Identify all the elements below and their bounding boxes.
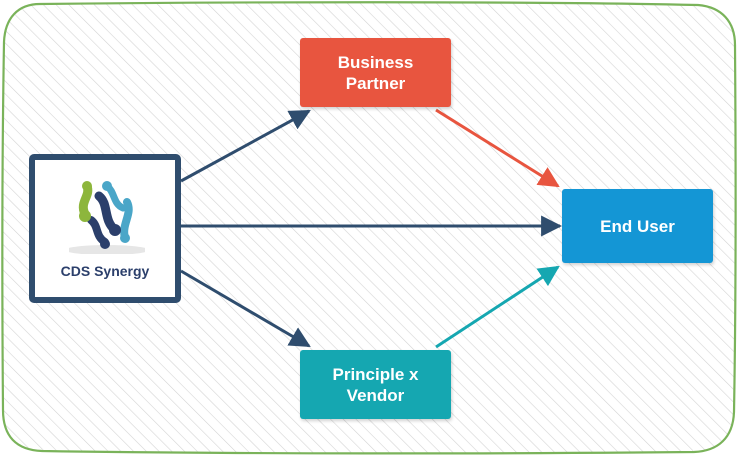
edge-cds-to-business-partner [180, 109, 311, 183]
principle-vendor-label: Principle x Vendor [332, 364, 419, 405]
cds-synergy-node: CDS Synergy [29, 154, 181, 303]
cds-synergy-label: CDS Synergy [60, 263, 150, 279]
principle-vendor-node: Principle x Vendor [300, 350, 451, 419]
cds-synergy-logo [69, 181, 145, 254]
business-partner-label: Business Partner [337, 52, 414, 93]
edge-cds-to-principle-vendor [180, 269, 311, 348]
edge-business-partner-to-end-user [435, 108, 560, 188]
end-user-node: End User [562, 189, 713, 263]
edge-principle-vendor-to-end-user [435, 265, 560, 349]
business-partner-node: Business Partner [300, 38, 451, 107]
end-user-label: End User [600, 216, 675, 236]
